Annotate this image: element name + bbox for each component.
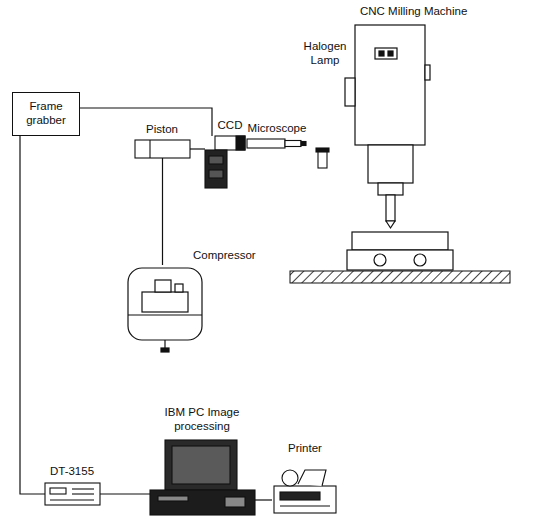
component-label: CCD (218, 119, 243, 133)
cnc-machine-part (386, 195, 395, 221)
cnc-machine-part (414, 254, 426, 266)
compressor-tank-part (164, 340, 165, 348)
ccd-camera-part (209, 170, 223, 178)
ccd-camera (205, 136, 245, 188)
compressor-tank-part (128, 268, 202, 340)
box-label: Frame grabber (18, 100, 74, 128)
halogen-lamp-part (316, 148, 329, 152)
connector-line (190, 148, 205, 149)
pc-workstation: IBM PC Image processing (150, 440, 255, 515)
microscope-part (247, 139, 285, 148)
cnc-machine-part (388, 51, 393, 56)
cnc-machine-part (355, 25, 425, 145)
cnc-machine-part (368, 145, 413, 183)
connector-line (162, 158, 163, 265)
component-label: Microscope (248, 122, 307, 136)
printer-part (280, 492, 320, 500)
compressor-tank-part (142, 292, 188, 312)
frame-grabber-box: Frame grabber (12, 92, 80, 136)
dt3155-board-part (72, 488, 94, 489)
dt3155-board (45, 483, 100, 505)
component-label: Halogen Lamp (300, 40, 350, 68)
connector-line (20, 136, 45, 494)
ccd-camera-part (209, 156, 223, 164)
dt3155-board-part (72, 493, 94, 494)
cnc-machine (345, 25, 453, 270)
component-label: CNC Milling Machine (360, 5, 467, 19)
cnc-machine-part (379, 51, 384, 56)
printer: Printer (272, 468, 338, 514)
component-label: DT-3155 (50, 465, 94, 479)
ibm-pc-part (165, 440, 237, 490)
frame-grabber-board: DT-3155 (45, 483, 100, 505)
halogen-lamp (316, 148, 329, 168)
ibm-pc-part (158, 496, 188, 501)
cnc-machine-part (347, 250, 453, 270)
piston (135, 140, 190, 158)
component-label: IBM PC Image processing (150, 406, 254, 434)
piston: Piston (135, 140, 190, 158)
component-label: Piston (146, 123, 178, 137)
component-label: Printer (288, 442, 322, 456)
cnc-machine-part (374, 254, 386, 266)
ibm-pc (150, 440, 255, 515)
cnc-machine-part (386, 221, 395, 228)
cnc-machine-part (378, 183, 403, 195)
ground-floor (290, 271, 510, 283)
microscope (247, 139, 306, 148)
connector-line (100, 493, 150, 494)
cnc-machine-part (345, 78, 355, 106)
microscope-part (301, 142, 306, 146)
compressor-tank-part (128, 314, 202, 315)
ground-floor-part (290, 271, 510, 283)
halogen-lamp-part (318, 150, 327, 168)
ccd-camera: CCD (205, 136, 245, 188)
connector-line (80, 108, 212, 136)
cnc-machine-part (375, 48, 397, 59)
connector-line (255, 499, 272, 500)
compressor-tank-part (175, 284, 183, 292)
compressor-tank-part (155, 280, 171, 292)
piston-part (135, 140, 190, 158)
dt3155-board-part (50, 488, 66, 494)
dt3155-board-part (45, 483, 100, 505)
ibm-pc-part (150, 490, 255, 515)
compressor-tank (128, 268, 202, 352)
compressor: Compressor (125, 265, 205, 345)
dt3155-board-part (50, 499, 94, 500)
ibm-pc-part (172, 446, 230, 484)
component-label: Compressor (193, 249, 256, 263)
printer-part (298, 470, 326, 486)
printer-part (280, 505, 330, 506)
printer-part (282, 470, 298, 486)
printer (274, 470, 336, 513)
cnc-machine-part (425, 65, 430, 80)
microscope-part (285, 141, 301, 147)
piston-part (149, 140, 150, 158)
ccd-camera-part (236, 136, 245, 150)
printer-part (274, 486, 336, 513)
ccd-camera-part (205, 150, 227, 188)
compressor-tank-part (161, 348, 169, 352)
microscope: Microscope (247, 137, 307, 149)
cnc-machine-part (352, 232, 448, 250)
ccd-camera-part (215, 136, 245, 150)
cnc-milling-machine: CNC Milling Machine (355, 25, 425, 145)
ibm-pc-part (225, 497, 245, 507)
